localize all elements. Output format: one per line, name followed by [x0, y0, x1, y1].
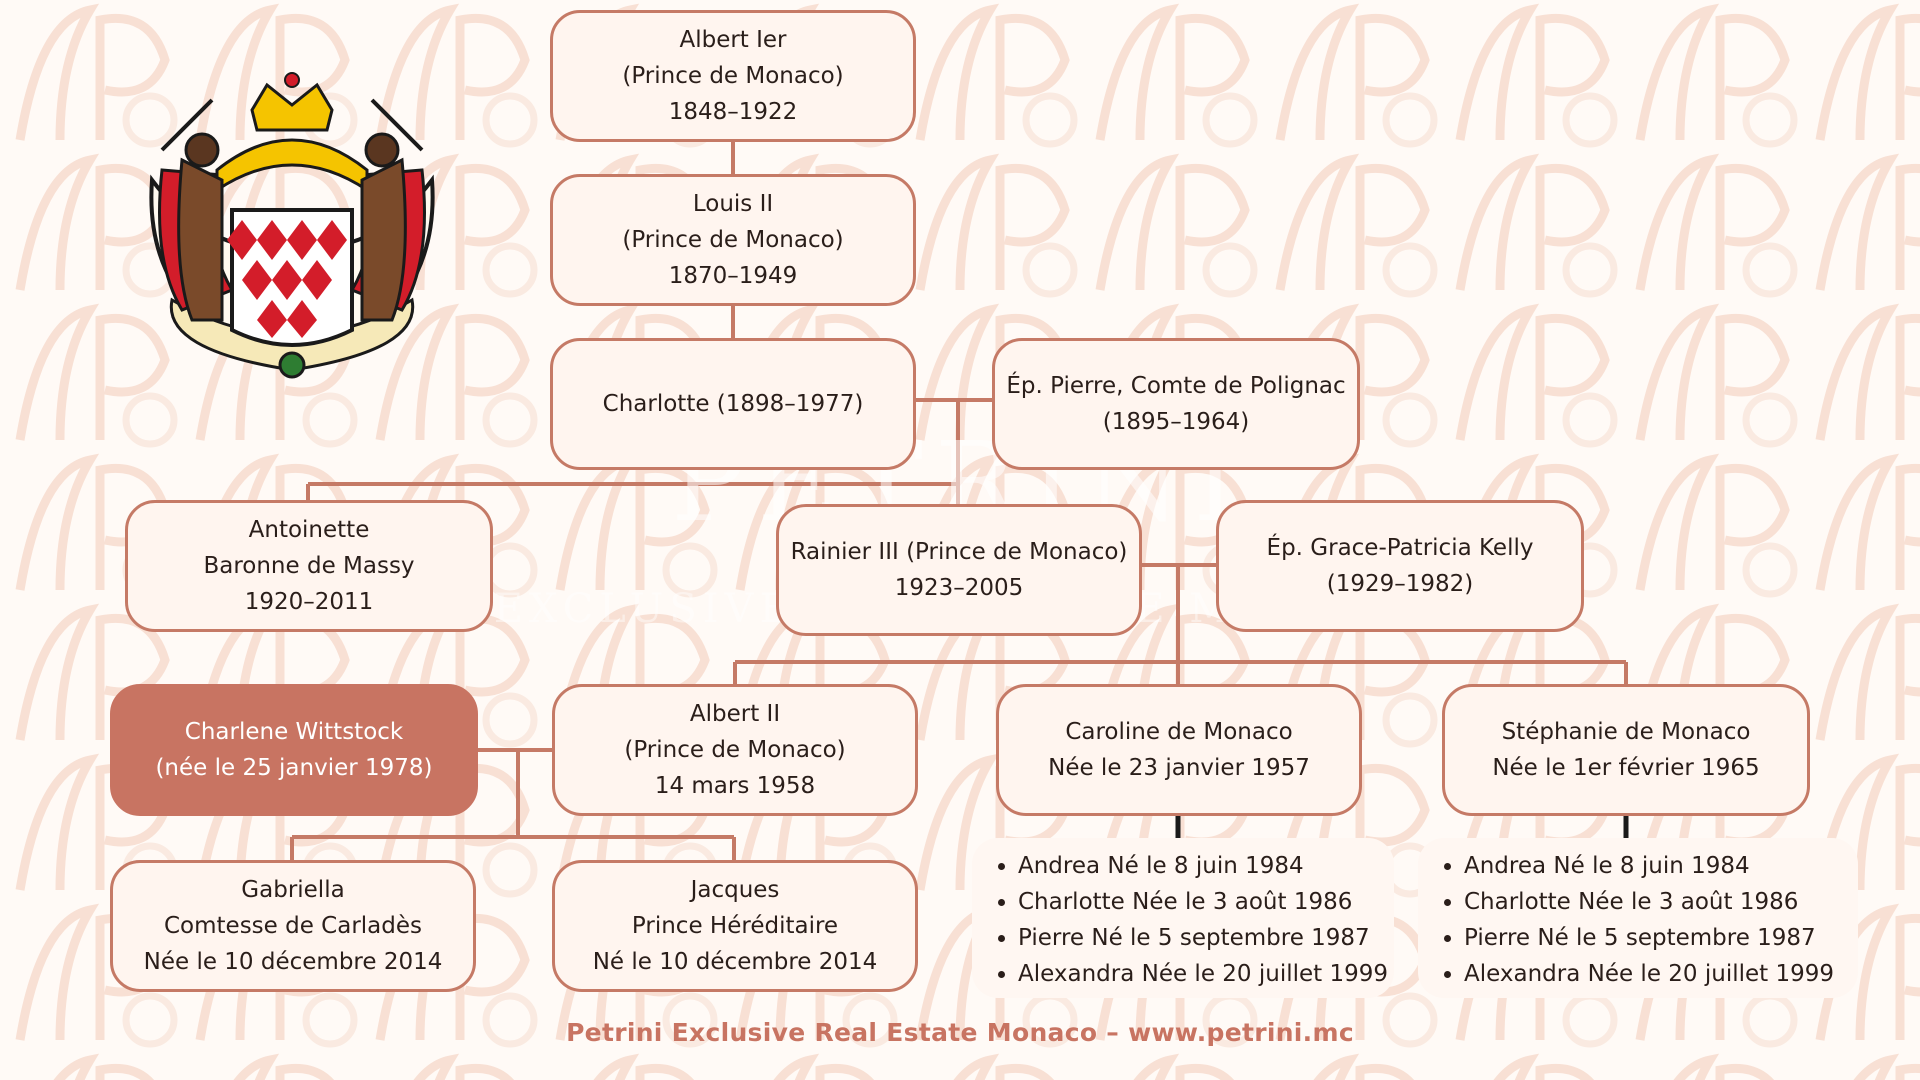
node-jacques-line-2: Prince Héréditaire [631, 913, 839, 939]
node-antoinette-line-2: Baronne de Massy [203, 553, 415, 579]
node-louis-2: Louis II (Prince de Monaco) 1870–1949 [550, 174, 916, 306]
list-item: Charlotte Née le 3 août 1986 [1018, 884, 1394, 920]
node-charlotte-line-1: Charlotte (1898–1977) [602, 391, 864, 417]
node-albert-2-line-2: (Prince de Monaco) [624, 737, 846, 763]
list-item: Andrea Né le 8 juin 1984 [1464, 848, 1858, 884]
list-item: Alexandra Née le 20 juillet 1999 [1018, 956, 1394, 992]
node-albert-2: Albert II (Prince de Monaco) 14 mars 195… [552, 684, 918, 816]
node-louis-2-line-3: 1870–1949 [668, 263, 798, 289]
node-antoinette: Antoinette Baronne de Massy 1920–2011 [125, 500, 493, 632]
node-albert-1-line-1: Albert Ier [679, 27, 787, 53]
node-pierre-polignac: Ép. Pierre, Comte de Polignac (1895–1964… [992, 338, 1360, 470]
node-pierre-line-2: (1895–1964) [1102, 409, 1250, 435]
node-rainier-line-2: 1923–2005 [894, 575, 1024, 601]
node-louis-2-line-1: Louis II [692, 191, 774, 217]
node-gabriella-line-2: Comtesse de Carladès [163, 913, 423, 939]
node-louis-2-line-2: (Prince de Monaco) [622, 227, 844, 253]
node-caroline-line-2: Née le 23 janvier 1957 [1048, 755, 1310, 781]
node-grace-kelly: Ép. Grace-Patricia Kelly (1929–1982) [1216, 500, 1584, 632]
node-jacques-line-3: Né le 10 décembre 2014 [592, 949, 878, 975]
node-albert-1: Albert Ier (Prince de Monaco) 1848–1922 [550, 10, 916, 142]
node-gabriella-line-3: Née le 10 décembre 2014 [143, 949, 443, 975]
node-charlotte: Charlotte (1898–1977) [550, 338, 916, 470]
node-caroline-line-1: Caroline de Monaco [1065, 719, 1293, 745]
node-jacques: Jacques Prince Héréditaire Né le 10 déce… [552, 860, 918, 992]
list-item: Andrea Né le 8 juin 1984 [1018, 848, 1394, 884]
node-antoinette-line-1: Antoinette [248, 517, 370, 543]
node-charlene-line-2: (née le 25 janvier 1978) [155, 755, 433, 781]
node-antoinette-line-3: 1920–2011 [244, 589, 374, 615]
node-albert-2-line-3: 14 mars 1958 [654, 773, 816, 799]
node-albert-1-line-2: (Prince de Monaco) [622, 63, 844, 89]
list-item: Charlotte Née le 3 août 1986 [1464, 884, 1858, 920]
node-pierre-line-1: Ép. Pierre, Comte de Polignac [1006, 373, 1346, 399]
node-charlene-line-1: Charlene Wittstock [184, 719, 404, 745]
node-albert-1-line-3: 1848–1922 [668, 99, 798, 125]
node-gabriella-line-1: Gabriella [241, 877, 345, 903]
node-rainier-3: Rainier III (Prince de Monaco) 1923–2005 [776, 504, 1142, 636]
node-stephanie-line-2: Née le 1er février 1965 [1492, 755, 1760, 781]
node-stephanie: Stéphanie de Monaco Née le 1er février 1… [1442, 684, 1810, 816]
node-caroline: Caroline de Monaco Née le 23 janvier 195… [996, 684, 1362, 816]
node-albert-2-line-1: Albert II [689, 701, 781, 727]
caroline-children-list: Andrea Né le 8 juin 1984 Charlotte Née l… [972, 838, 1394, 998]
node-grace-line-2: (1929–1982) [1326, 571, 1474, 597]
node-jacques-line-1: Jacques [690, 877, 780, 903]
stephanie-children-list: Andrea Né le 8 juin 1984 Charlotte Née l… [1418, 838, 1858, 998]
node-rainier-line-1: Rainier III (Prince de Monaco) [790, 539, 1128, 565]
node-grace-line-1: Ép. Grace-Patricia Kelly [1266, 535, 1534, 561]
node-gabriella: Gabriella Comtesse de Carladès Née le 10… [110, 860, 476, 992]
monaco-coat-of-arms-icon [149, 72, 435, 379]
node-stephanie-line-1: Stéphanie de Monaco [1501, 719, 1751, 745]
list-item: Pierre Né le 5 septembre 1987 [1018, 920, 1394, 956]
list-item: Pierre Né le 5 septembre 1987 [1464, 920, 1858, 956]
list-item: Alexandra Née le 20 juillet 1999 [1464, 956, 1858, 992]
footer-credit: Petrini Exclusive Real Estate Monaco – w… [566, 1018, 1354, 1047]
node-charlene-wittstock: Charlene Wittstock (née le 25 janvier 19… [110, 684, 478, 816]
